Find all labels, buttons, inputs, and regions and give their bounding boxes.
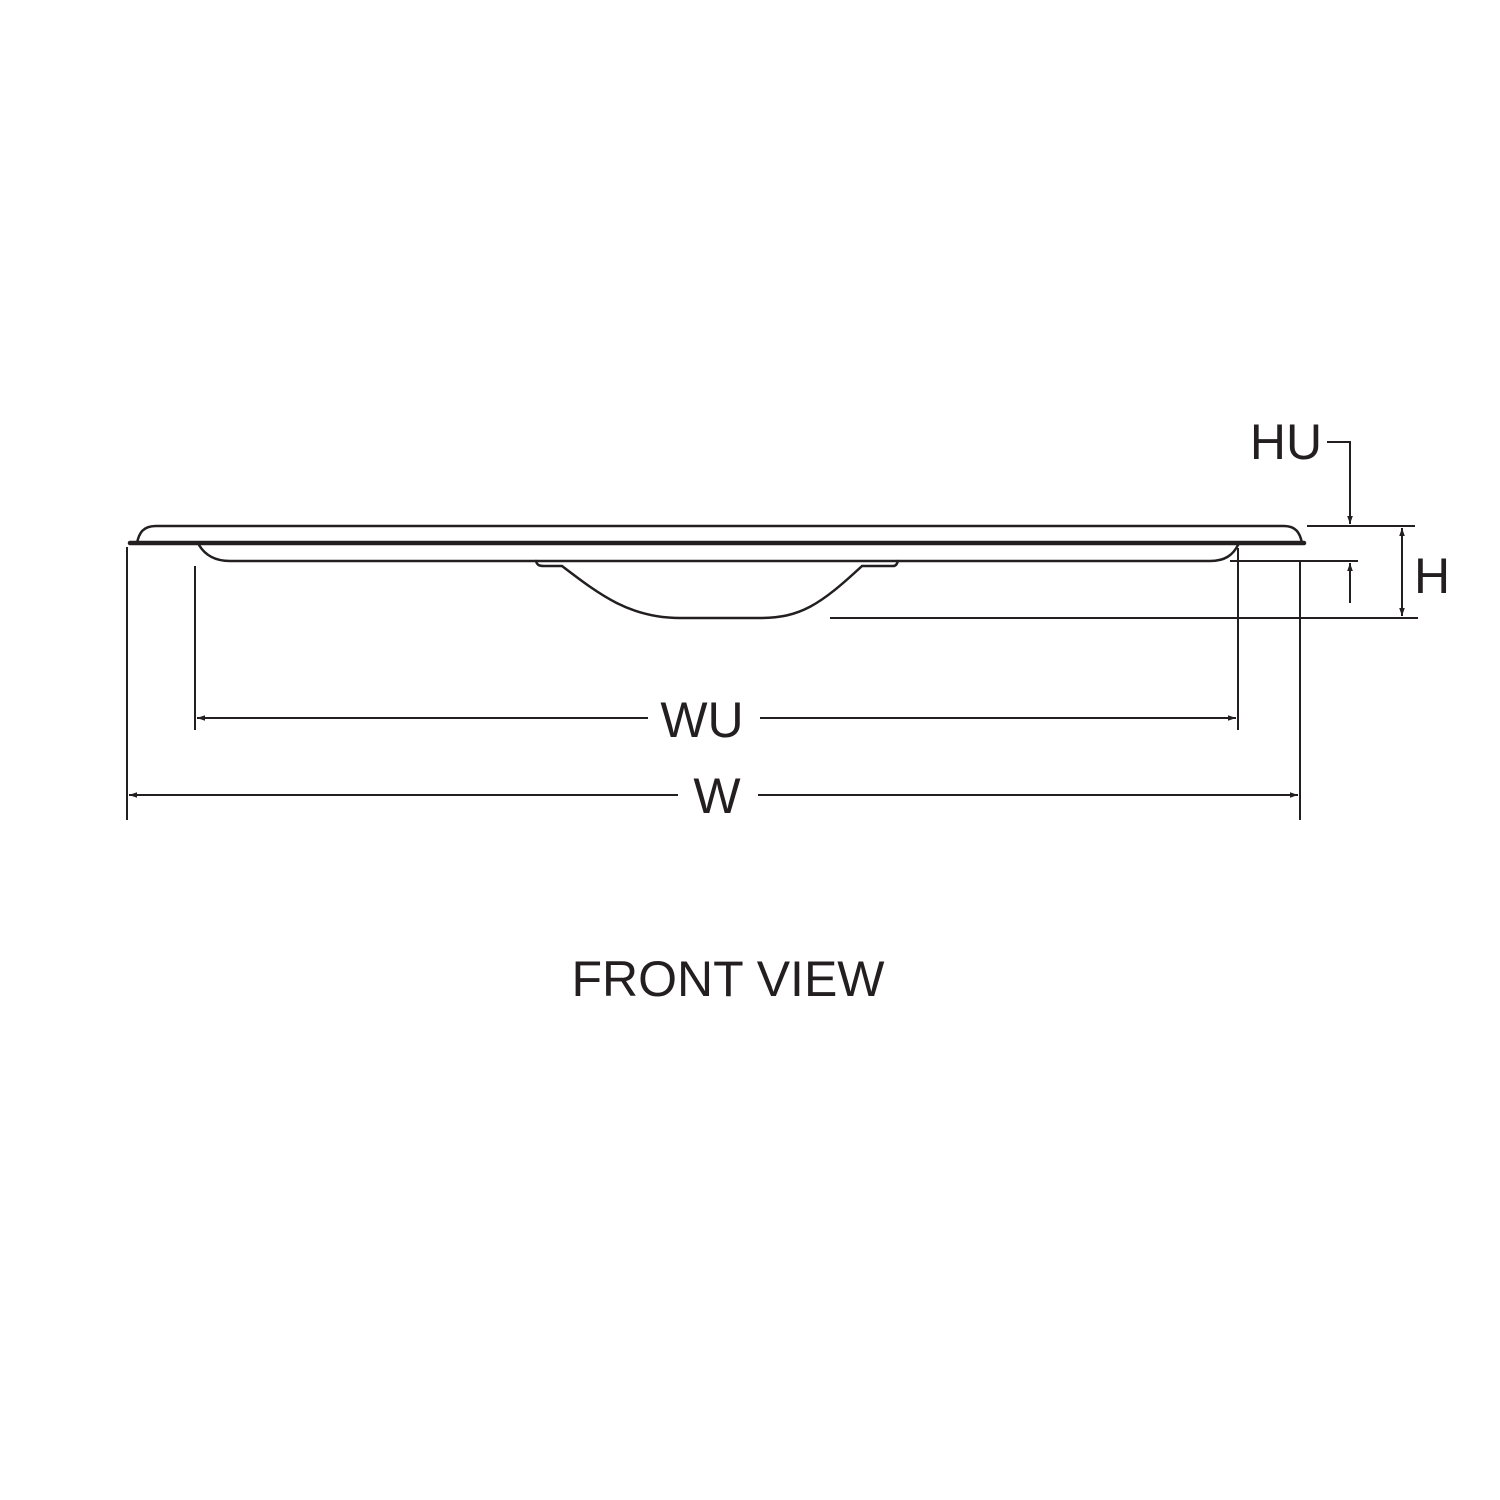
tray-top-rim bbox=[135, 524, 1304, 545]
tray-outline bbox=[127, 524, 1307, 620]
tray-basin bbox=[197, 543, 1240, 563]
dimension-lines bbox=[126, 441, 1418, 820]
dimension-label-wu: WU bbox=[660, 692, 743, 748]
tray-center-recess bbox=[534, 559, 900, 620]
hu-leader bbox=[1327, 441, 1353, 524]
dimension-label-w: W bbox=[693, 768, 741, 824]
view-title: FRONT VIEW bbox=[572, 951, 886, 1007]
dimension-label-h: H bbox=[1414, 548, 1450, 604]
dimension-label-hu: HU bbox=[1250, 414, 1322, 470]
